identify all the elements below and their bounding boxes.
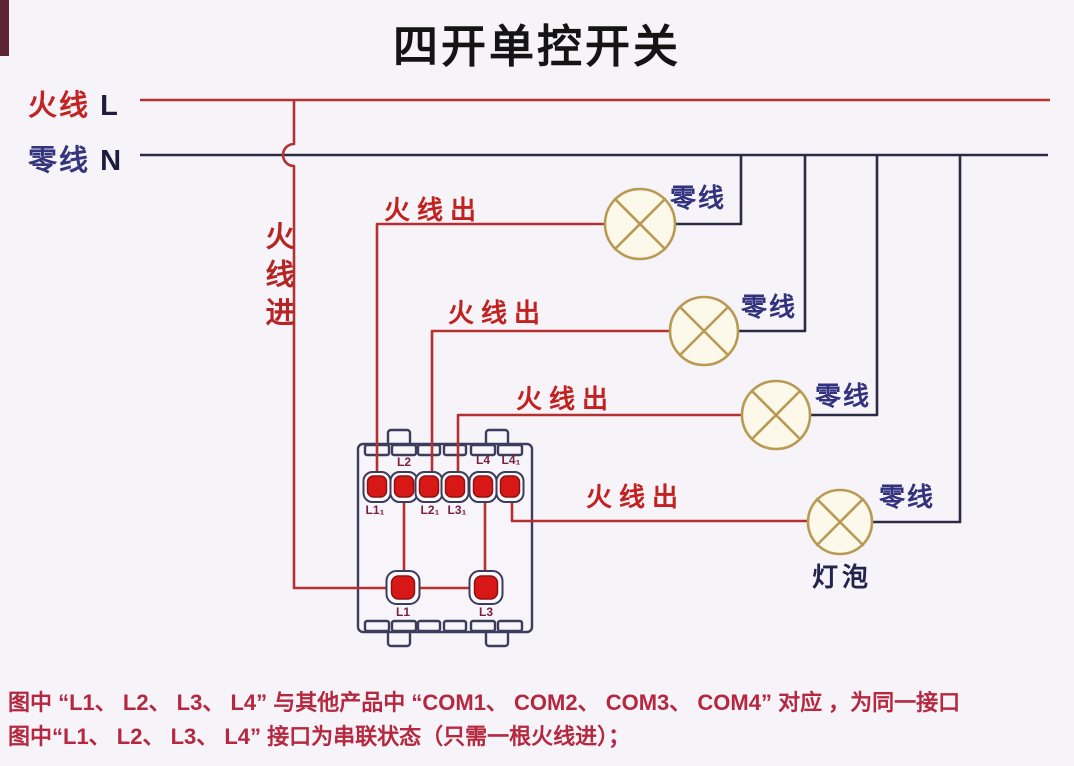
live-wires (140, 98, 1050, 590)
live-bus-label-zh: 火线 (28, 90, 91, 122)
terminal (385, 570, 421, 605)
neutral-label-4: 零线 (879, 482, 936, 512)
live-out-label-4: 火线出 (586, 482, 686, 512)
neutral-drop-1 (675, 156, 743, 226)
bottom-terminals (385, 570, 504, 605)
terminal-label-l1: L1 (395, 605, 411, 619)
terminal-label-l3: L3 (478, 605, 494, 619)
terminal-label-l2-1: L2₁ (420, 503, 440, 517)
neutral-label-1: 零线 (670, 183, 727, 213)
live-out-label-2: 火线出 (448, 298, 548, 328)
lamp-1 (603, 187, 677, 261)
lamps (603, 187, 874, 556)
neutral-bus-label: 零线 N (28, 137, 123, 179)
terminal (362, 471, 392, 503)
page-title: 四开单控开关 (392, 21, 681, 72)
terminal-label-l2: L2 (396, 455, 412, 469)
neutral-drop-3 (810, 156, 879, 417)
lamp-4 (806, 488, 874, 556)
terminal (389, 471, 419, 503)
live-out-wire-1 (375, 222, 605, 472)
neutral-drop-4 (872, 156, 962, 524)
footnote-line-1: 图中 “L1、 L2、 L3、 L4” 与其他产品中 “COM1、 COM2、 … (8, 690, 961, 715)
live-bus-label: 火线 L (28, 82, 120, 124)
neutral-wires (140, 153, 1048, 524)
live-out-label-3: 火线出 (516, 384, 616, 414)
neutral-bus-label-zh: 零线 (28, 145, 91, 177)
lamp-2 (668, 295, 740, 367)
neutral-label-2: 零线 (741, 292, 798, 322)
terminal (468, 471, 498, 503)
live-out-wire-2 (430, 329, 670, 472)
top-terminals (362, 471, 525, 503)
live-out-label-1: 火线出 (384, 195, 484, 225)
footnote-line-2: 图中“L1、 L2、 L3、 L4” 接口为串联状态（只需一根火线进）； (8, 724, 631, 749)
neutral-drop-2 (738, 156, 807, 333)
terminal (414, 471, 444, 503)
terminal-label-l1-1: L1₁ (365, 503, 385, 517)
neutral-bus-label-code: N (100, 145, 124, 177)
live-in-label: 火线进 (261, 221, 293, 335)
lamp-caption: 灯泡 (812, 562, 873, 592)
terminal (495, 471, 525, 503)
edge-artifact (0, 0, 9, 56)
live-out-wire-3 (456, 413, 742, 472)
live-bus-label-code: L (100, 90, 120, 122)
terminal (440, 471, 470, 503)
live-out-wire-4 (510, 502, 808, 523)
terminal (468, 570, 504, 605)
terminal-label-l4-1: L4₁ (501, 453, 521, 467)
neutral-label-3: 零线 (815, 381, 872, 411)
terminal-label-l4: L4 (475, 453, 491, 467)
lamp-3 (740, 379, 812, 451)
live-in-wire (281, 100, 486, 590)
terminal-label-l3-1: L3₁ (447, 503, 467, 517)
